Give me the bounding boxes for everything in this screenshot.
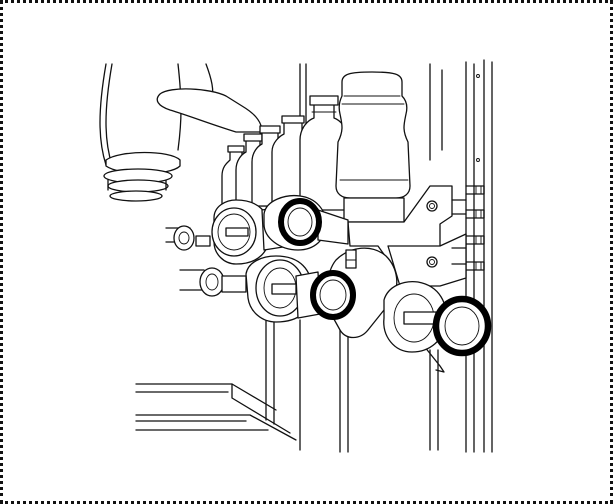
bottle-row	[221, 71, 411, 223]
upper-pipe	[99, 63, 263, 202]
highlight-rings	[278, 198, 492, 357]
connector-row-lower	[179, 255, 447, 353]
